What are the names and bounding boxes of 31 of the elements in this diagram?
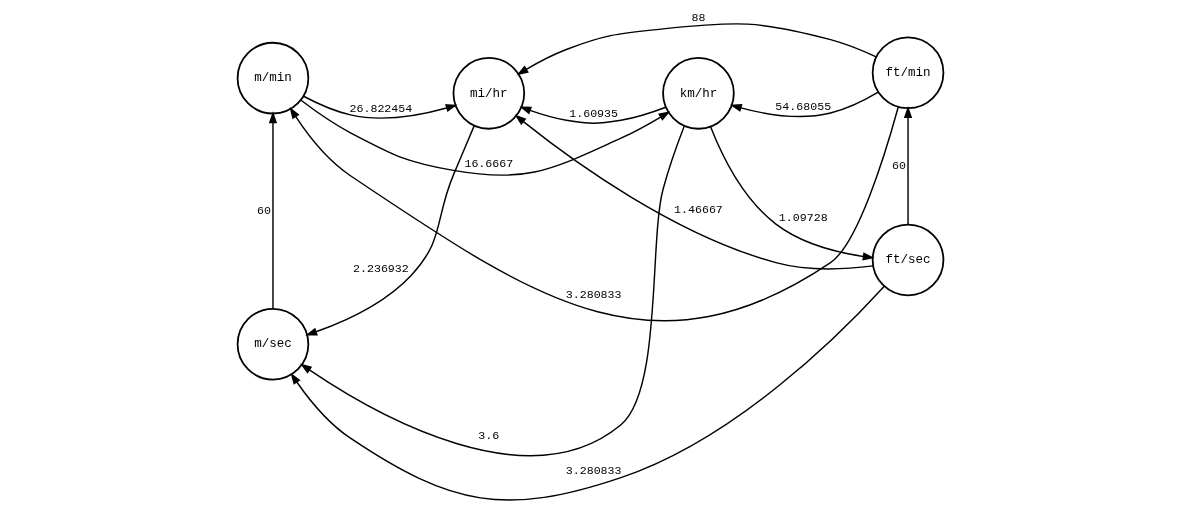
edge-label: 1.46667: [674, 202, 723, 216]
node-circle: m/sec: [236, 307, 310, 381]
edge-label: 3.280833: [565, 287, 622, 301]
node-circle: ft/min: [871, 36, 945, 110]
edge-label: 88: [691, 11, 706, 25]
arrow: [305, 125, 475, 336]
edge-label: 2.236932: [352, 261, 409, 275]
edge-label: 3.6: [478, 429, 500, 443]
edge-label: 1.09728: [778, 210, 828, 224]
node-circle: ft/sec: [871, 223, 945, 297]
arrow: [300, 125, 685, 456]
arrow: [302, 95, 458, 119]
arrow: [514, 114, 874, 270]
arrow: [519, 106, 667, 124]
arrow: [729, 91, 879, 118]
edge-label: 3.280833: [565, 464, 622, 478]
arrow: [903, 106, 913, 226]
arrow: [268, 111, 278, 310]
node-circle: m/min: [236, 41, 310, 115]
edge-label: 60: [257, 204, 271, 218]
edge-label: 54.68055: [775, 99, 832, 113]
edge-label: 16.6667: [464, 157, 514, 171]
edge-label: 1.60935: [569, 107, 619, 120]
arrow: [516, 23, 877, 76]
edge-label: 60: [892, 159, 907, 173]
node-circle: km/hr: [662, 57, 735, 130]
arrow: [290, 285, 885, 501]
arrow: [300, 99, 671, 177]
edge-label: 26.822454: [349, 101, 413, 115]
arrow: [709, 126, 875, 261]
arrow: [289, 106, 899, 322]
